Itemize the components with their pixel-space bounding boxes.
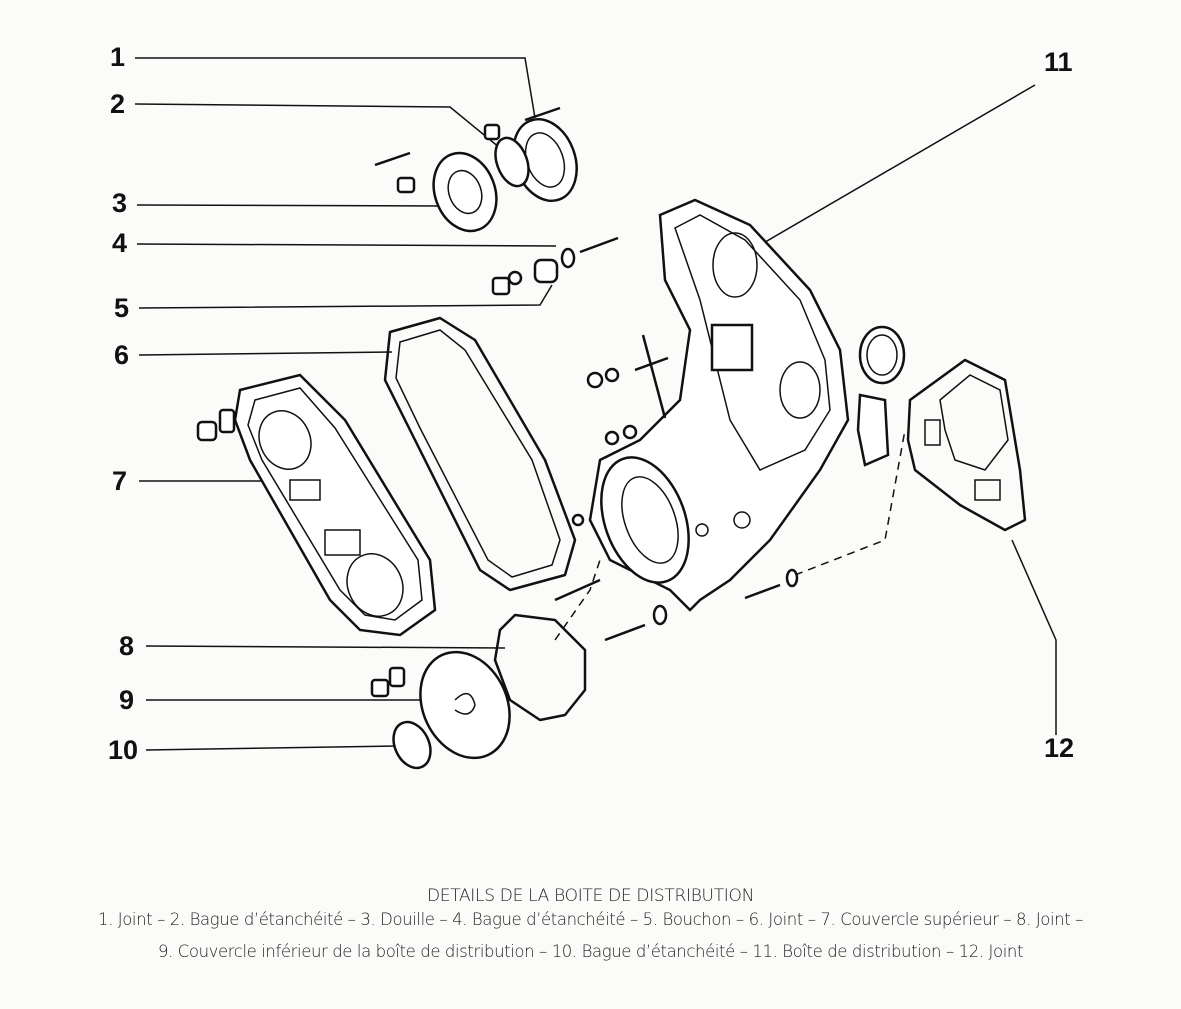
callout-4: 4 [112,228,128,258]
leader-11 [759,84,1036,246]
callout-2: 2 [110,89,126,119]
part-9-lower-cover [370,650,511,760]
leader-5 [138,284,553,309]
callout-1: 1 [110,42,126,72]
part-6-gasket [383,316,577,592]
callout-5: 5 [114,293,130,323]
part-11-distribution-housing [554,198,850,642]
leader-1 [135,57,536,119]
leader-6 [138,351,393,356]
dashed-line [794,429,906,576]
dashed-line-2 [554,559,601,641]
leader-4 [136,243,557,247]
callout-12: 12 [1044,733,1075,763]
leader-12 [1011,539,1057,735]
caption-legend-line-1: 1. Joint – 2. Bague d’étanchéité – 3. Do… [97,910,1084,929]
callout-11: 11 [1044,47,1073,77]
callout-7: 7 [112,466,128,496]
caption-title: DETAILS DE LA BOITE DE DISTRIBUTION [426,886,754,906]
callout-3: 3 [112,188,128,218]
small-gasket [856,393,890,467]
part-2-seal-ring [483,123,530,188]
part-4-5-plug-seal [491,236,619,296]
leader-8 [145,645,506,649]
part-7-upper-cover [196,373,437,637]
part-12-gasket [906,358,1027,532]
leader-3 [136,204,441,207]
part-3-bush [374,151,498,233]
leader-10 [145,745,401,751]
callout-6: 6 [114,340,130,370]
part-10-seal-ring [392,720,432,770]
callout-9: 9 [119,685,135,715]
leader-2 [134,103,501,149]
callout-8: 8 [119,631,135,661]
part-8-joint [493,613,587,722]
caption-legend-line-2: 9. Couvercle inférieur de la boîte de di… [157,942,1024,961]
callout-10: 10 [108,735,139,765]
leader-lines [134,57,1057,751]
